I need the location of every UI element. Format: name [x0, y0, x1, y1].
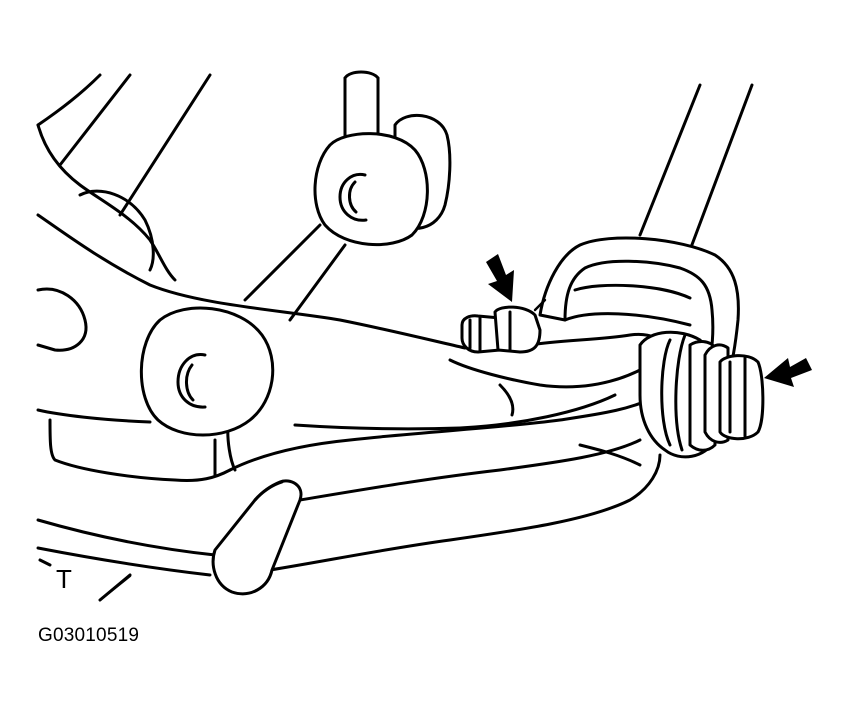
bottom-rod-end	[211, 479, 303, 596]
lower-arm	[36, 213, 672, 482]
link-lower-rods	[243, 223, 347, 322]
left-bolt	[460, 298, 547, 354]
lower-arm-bushing	[139, 306, 275, 437]
arrow-left-bolt-icon	[486, 254, 514, 302]
lower-control-arm	[36, 438, 662, 602]
stabilizer-link	[313, 70, 452, 247]
label-leader-line	[98, 574, 132, 602]
part-label-t: T	[56, 564, 72, 594]
arm-end-bushing	[638, 330, 717, 459]
figure-code: G03010519	[38, 625, 140, 646]
arrow-right-bolt-icon	[764, 358, 812, 387]
knuckle-body	[36, 73, 212, 282]
right-bolt	[703, 343, 765, 444]
upper-diagonal-bars	[638, 83, 754, 252]
left-bushing	[36, 287, 88, 352]
